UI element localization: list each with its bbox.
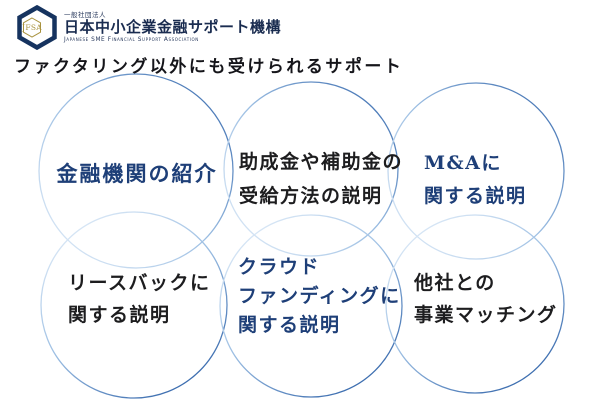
support-item-label-line: 関する説明 — [68, 304, 171, 326]
circle-business-matching — [385, 214, 565, 394]
support-item-label-line: 受給方法の説明 — [239, 185, 383, 207]
org-logo: JFSA 一般社団法人 日本中小企業金融サポート機構 Japanese SME … — [14, 5, 281, 50]
support-item-crowdfunding: クラウド ファンディングに 関する説明 — [238, 253, 401, 340]
support-item-label-line: 事業マッチング — [414, 304, 558, 326]
support-item-label-line: 助成金や補助金の — [239, 151, 404, 173]
support-item-label-line: クラウド — [238, 256, 321, 278]
support-item-ma: M&Aに 関する説明 — [424, 147, 527, 213]
support-item-leaseback: リースバックに 関する説明 — [68, 267, 211, 331]
circle-crowdfunding — [219, 214, 403, 398]
circle-ma — [387, 82, 565, 260]
logo-monogram-text: JFSA — [21, 23, 42, 32]
logo-org-name-english: Japanese SME Financial Support Associati… — [64, 36, 199, 43]
logo-text-block: 一般社団法人 日本中小企業金融サポート機構 Japanese SME Finan… — [64, 12, 281, 43]
logo-association-type: 一般社団法人 — [64, 11, 106, 20]
support-item-label-line: ファンディングに — [238, 285, 401, 307]
logo-org-name: 日本中小企業金融サポート機構 — [64, 17, 282, 36]
support-item-grants-subsidies: 助成金や補助金の 受給方法の説明 — [239, 145, 403, 213]
page-title: ファクタリング以外にも受けられるサポート — [14, 57, 404, 77]
circle-financial-institutions — [38, 73, 234, 269]
circle-grants-subsidies — [223, 81, 399, 257]
support-item-business-matching: 他社との 事業マッチング — [414, 267, 558, 331]
support-item-label-line: 他社との — [414, 272, 496, 294]
jfsa-hexagon-logo-icon: JFSA — [17, 5, 57, 50]
support-item-label-line: 関する説明 — [238, 314, 341, 336]
support-item-label: 金融機関の紹介 — [56, 161, 218, 186]
support-item-label-line: 関する説明 — [424, 185, 527, 207]
circle-leaseback — [40, 211, 228, 399]
support-item-label-line: M&Aに — [424, 152, 502, 174]
support-item-label-line: リースバックに — [68, 272, 211, 294]
support-item-financial-institutions: 金融機関の紹介 — [40, 158, 234, 188]
